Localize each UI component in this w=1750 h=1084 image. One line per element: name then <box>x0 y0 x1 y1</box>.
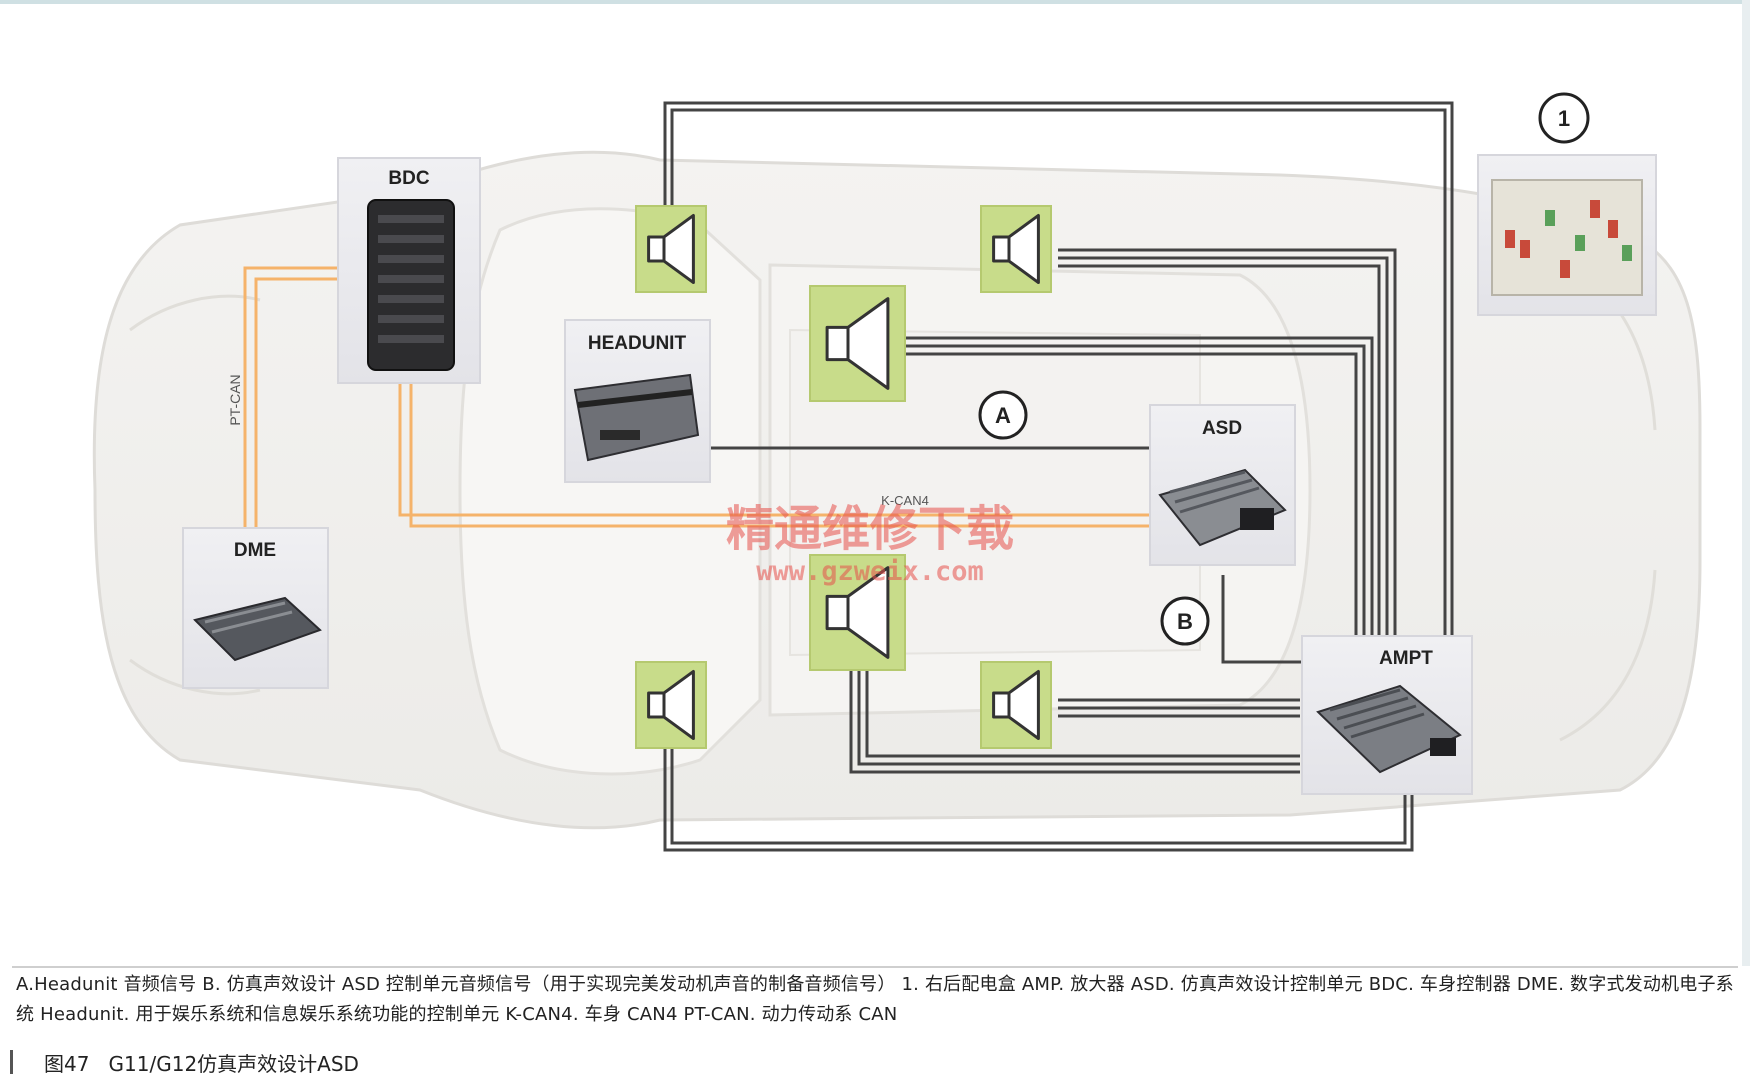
right-edge-strip <box>1742 0 1750 966</box>
figure-caption: A.Headunit 音频信号 B. 仿真声效设计 ASD 控制单元音频信号（用… <box>16 974 1734 1025</box>
wiring-diagram: PT-CAN K-CAN4 <box>92 92 1702 852</box>
headunit-label: HEADUNIT <box>588 333 687 354</box>
marker-1: 1 <box>1538 92 1590 144</box>
figure-title: 图47 G11/G12仿真声效设计ASD <box>44 1048 359 1077</box>
ampt-label: AMPT <box>1379 648 1433 669</box>
dme-module: DME <box>182 527 329 689</box>
marker-a: A <box>978 390 1028 440</box>
distribution-box-module <box>1477 154 1657 316</box>
asd-label: ASD <box>1202 418 1242 439</box>
speaker-center-bottom-icon <box>809 554 906 671</box>
bdc-unit-icon <box>367 199 455 371</box>
svg-text:B: B <box>1177 609 1193 634</box>
k-can4-label: K-CAN4 <box>881 493 929 508</box>
dme-label: DME <box>234 540 276 561</box>
ampt-unit-icon <box>1316 684 1462 774</box>
headunit-module: HEADUNIT <box>564 319 711 483</box>
speaker-front-left-top-icon <box>635 205 707 293</box>
figure-title-text: G11/G12仿真声效设计ASD <box>108 1052 359 1076</box>
watermark-text: 精通维修下载 <box>726 501 1014 557</box>
ampt-module: AMPT <box>1301 635 1473 795</box>
asd-audio-line <box>1221 575 1302 664</box>
speaker-center-top-icon <box>809 285 906 402</box>
svg-text:1: 1 <box>1558 106 1570 131</box>
bdc-label: BDC <box>388 168 429 189</box>
bdc-module: BDC <box>337 157 481 384</box>
speaker-rear-left-top-icon <box>980 205 1052 293</box>
figure-marker <box>10 1050 13 1074</box>
caption-divider <box>12 966 1738 968</box>
pt-can-bus <box>243 266 1150 535</box>
asd-module: ASD <box>1149 404 1296 566</box>
speaker-rear-left-bottom-icon <box>980 661 1052 749</box>
speaker-wiring <box>663 101 1454 852</box>
svg-text:A: A <box>995 403 1011 428</box>
watermark-url: www.gzweix.com <box>756 556 984 587</box>
speaker-front-left-bottom-icon <box>635 661 707 749</box>
marker-b: B <box>1160 596 1210 646</box>
pt-can-label: PT-CAN <box>227 374 243 425</box>
figure-number: 图47 <box>44 1052 90 1076</box>
top-bar <box>0 0 1750 4</box>
